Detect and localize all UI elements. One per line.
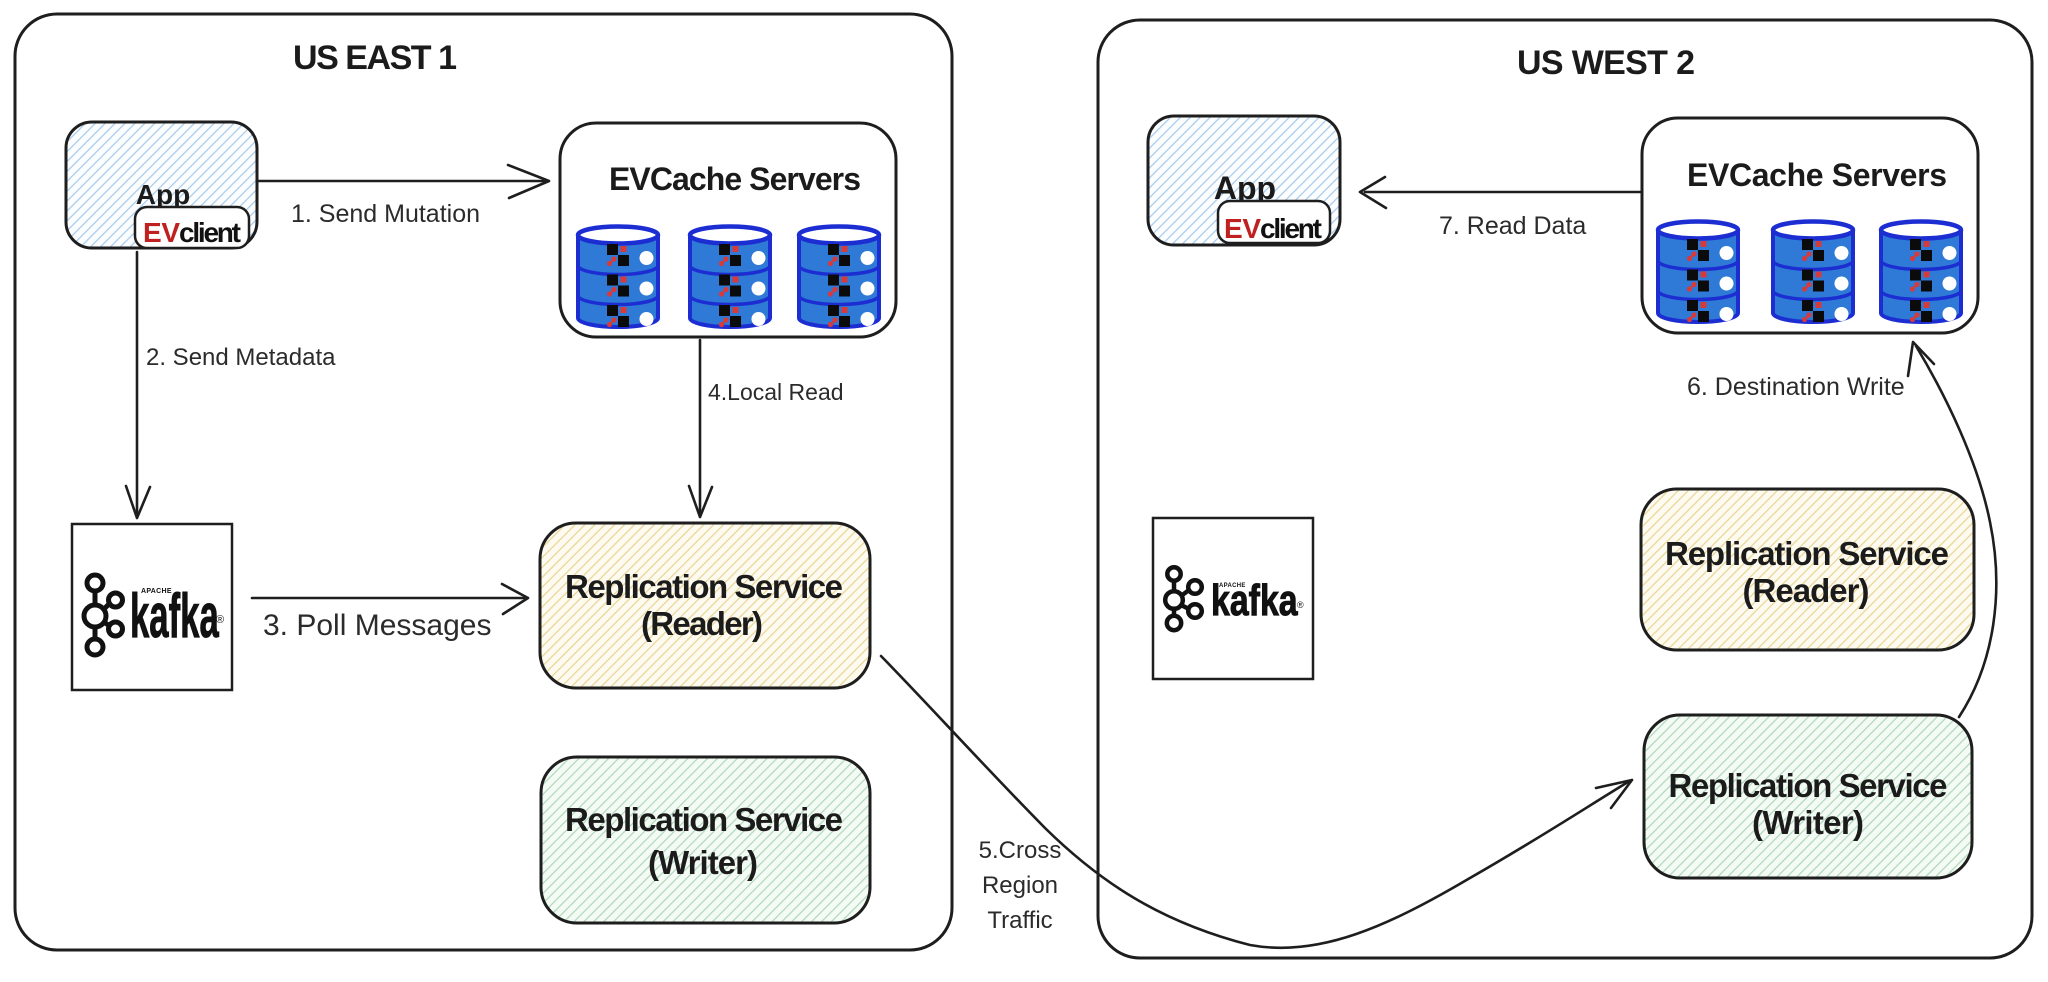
svg-text:(Reader): (Reader) (1743, 572, 1870, 609)
svg-text:1. Send Mutation: 1. Send Mutation (291, 200, 480, 228)
svg-text:App: App (136, 179, 190, 210)
svg-text:US WEST 2: US WEST 2 (1517, 44, 1697, 82)
svg-text:(Writer): (Writer) (1752, 804, 1864, 841)
svg-text:5.Cross: 5.Cross (979, 837, 1062, 864)
svg-text:4.Local Read: 4.Local Read (708, 379, 844, 405)
svg-text:Traffic: Traffic (987, 907, 1052, 934)
svg-text:client: client (179, 217, 241, 248)
svg-text:kafka: kafka (1211, 576, 1299, 625)
svg-text:(Writer): (Writer) (648, 844, 758, 881)
svg-text:client: client (1260, 213, 1322, 244)
svg-text:EVCache Servers: EVCache Servers (609, 161, 861, 197)
svg-text:EVCache Servers: EVCache Servers (1687, 157, 1947, 193)
svg-text:US EAST 1: US EAST 1 (293, 39, 459, 77)
svg-text:Region: Region (982, 872, 1058, 899)
svg-text:3. Poll Messages: 3. Poll Messages (263, 609, 491, 642)
svg-text:Replication Service: Replication Service (565, 801, 843, 838)
svg-text:EV: EV (143, 217, 180, 248)
svg-text:®: ® (1297, 600, 1304, 610)
svg-text:APACHE: APACHE (1219, 583, 1246, 589)
svg-text:(Reader): (Reader) (641, 605, 763, 642)
svg-text:Replication Service: Replication Service (1669, 767, 1948, 804)
svg-text:6. Destination Write: 6. Destination Write (1687, 373, 1905, 401)
svg-text:Replication Service: Replication Service (565, 568, 843, 605)
svg-text:Replication Service: Replication Service (1665, 535, 1949, 572)
svg-text:2. Send Metadata: 2. Send Metadata (146, 344, 336, 371)
svg-text:EV: EV (1224, 213, 1261, 244)
svg-text:7. Read Data: 7. Read Data (1439, 212, 1586, 240)
